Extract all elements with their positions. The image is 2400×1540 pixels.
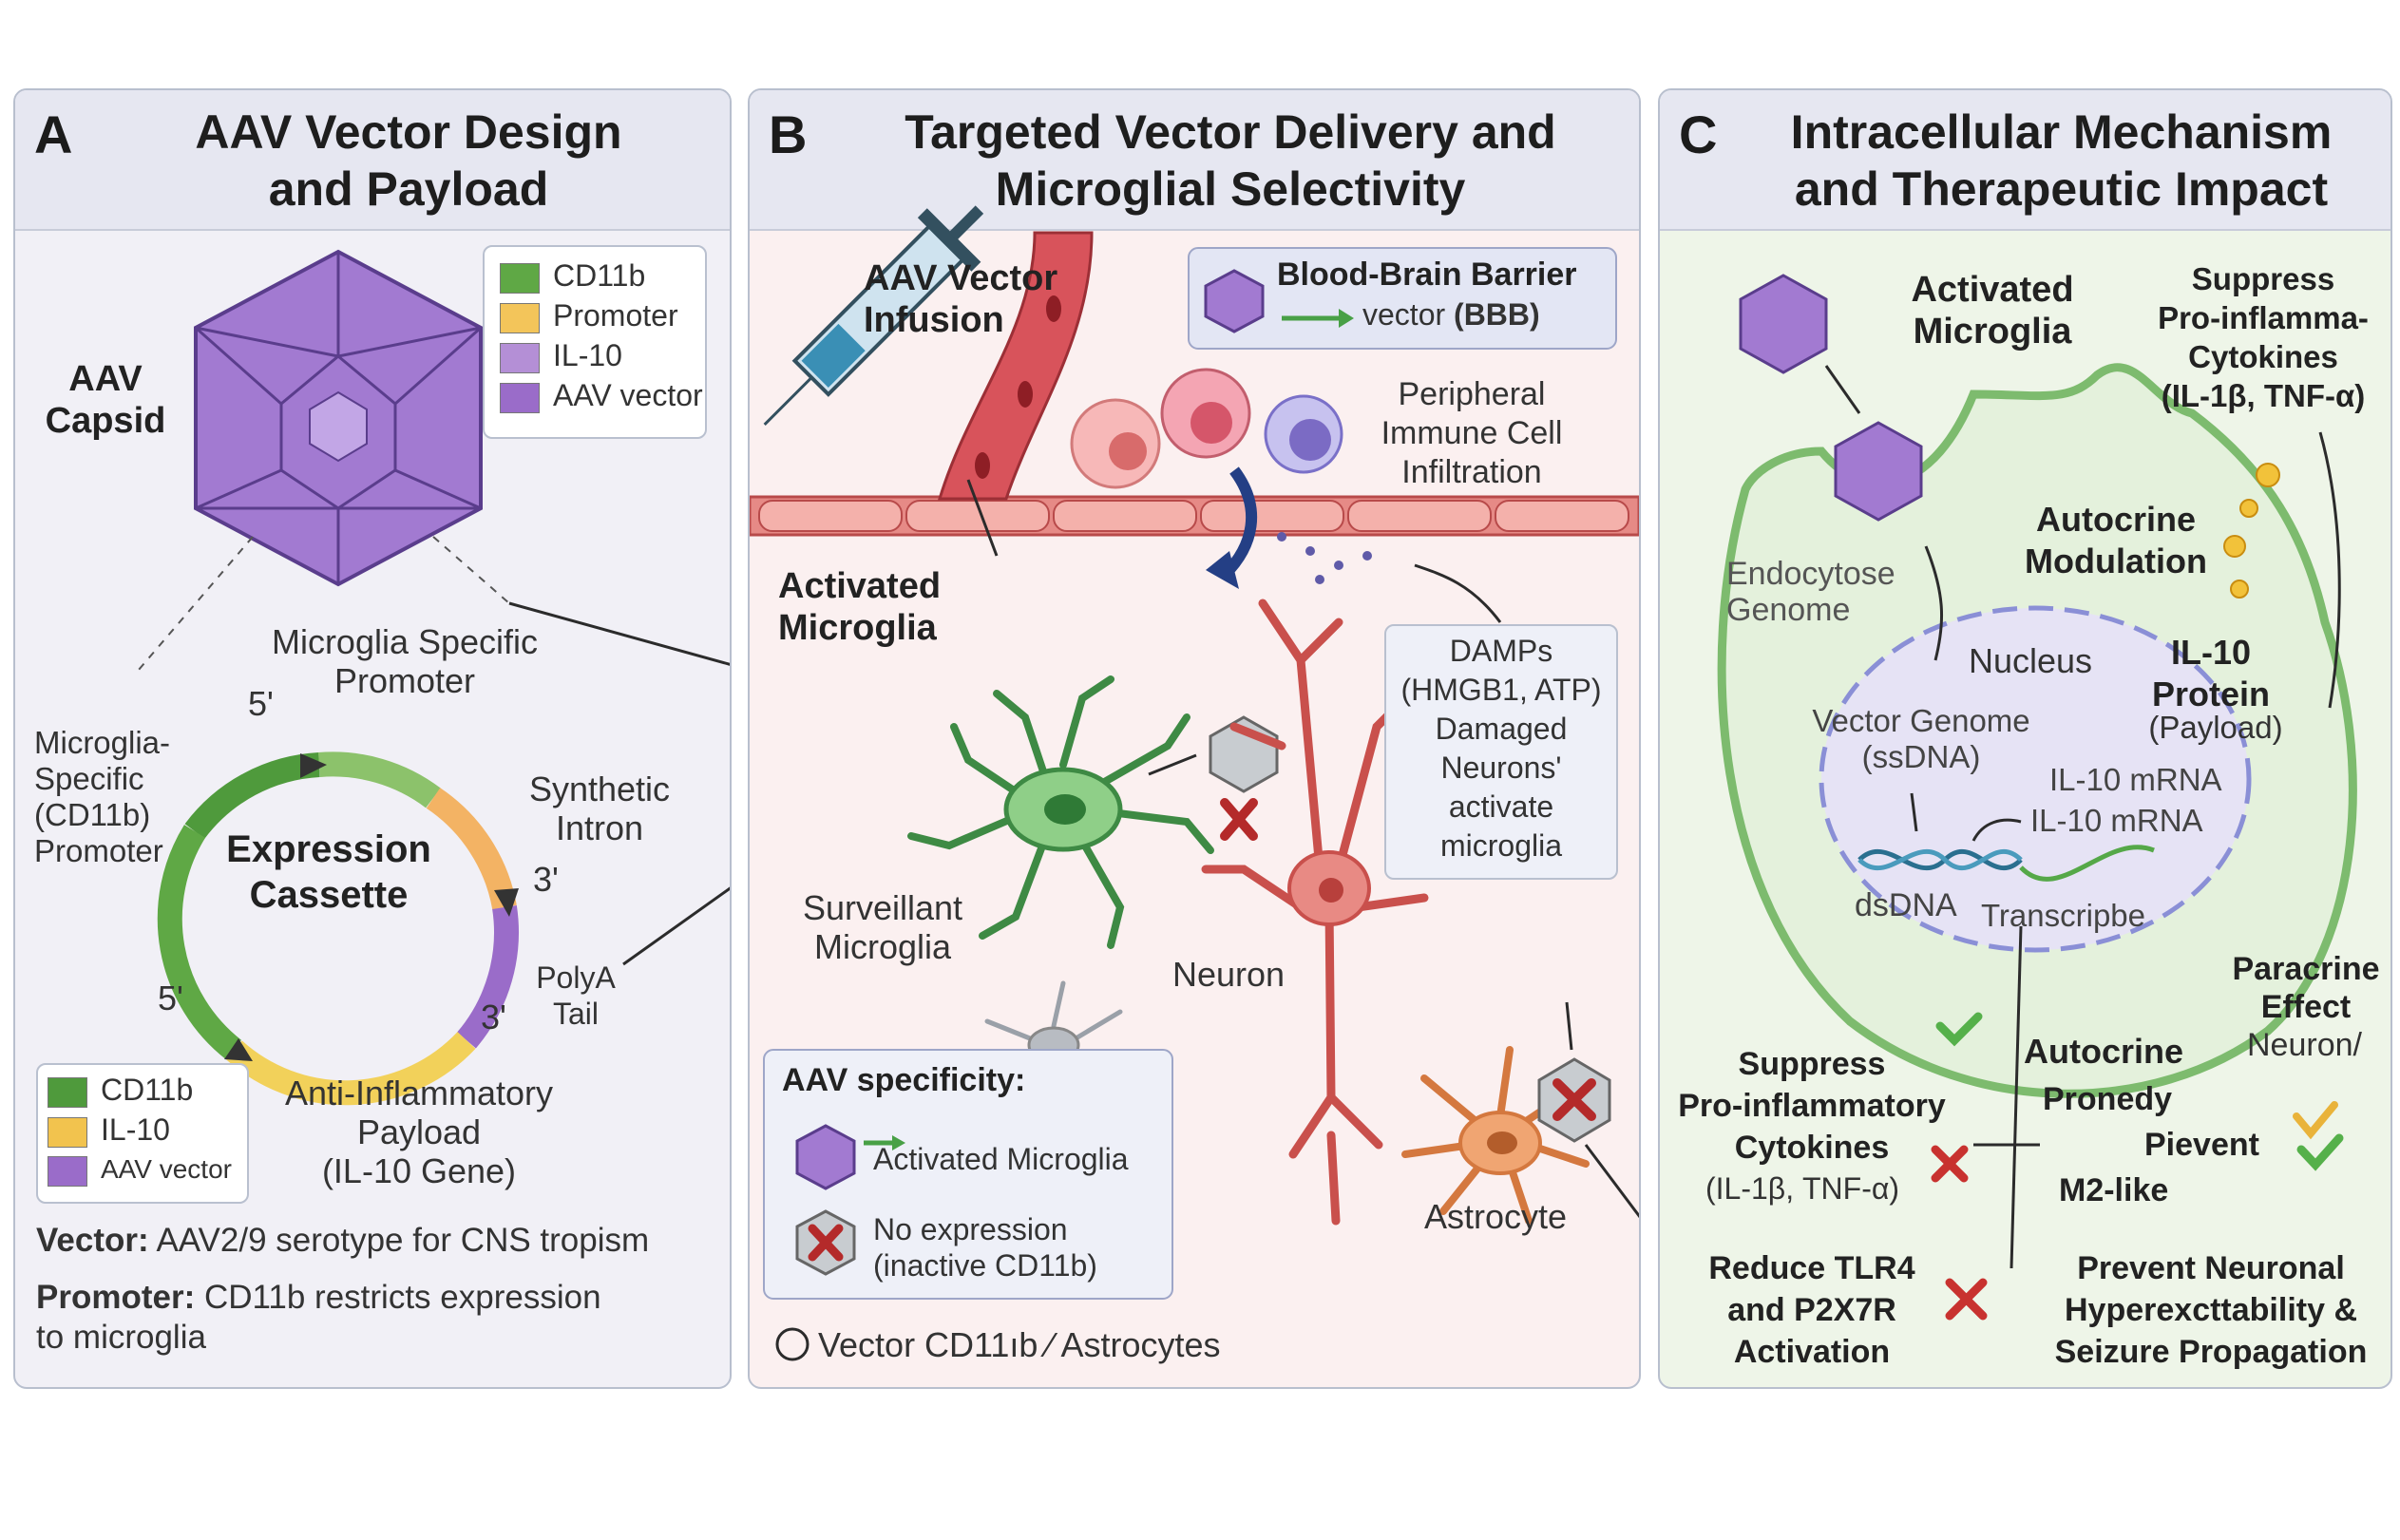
infusion-label: AAV Vector Infusion <box>864 258 1058 340</box>
bbb-title: Blood-Brain Barrier <box>1277 257 1577 293</box>
mrna-label: IL-10 mRNA <box>2049 762 2222 797</box>
panel-title: Intracellular Mechanism and Therapeutic … <box>1790 105 2333 216</box>
activated-microglia-label: Activated Microglia <box>778 566 942 648</box>
legend-swatch <box>500 262 540 294</box>
promoter-note: Promoter: CD11b restricts expression <box>36 1279 601 1316</box>
nucleus-outline <box>1819 605 2252 953</box>
panel-a-drawing <box>138 249 730 1106</box>
immune-cells-icon <box>1070 368 1372 589</box>
neuron-icon <box>1201 599 1429 1226</box>
legend-swatch <box>500 302 540 333</box>
panel-b-drawing <box>750 205 1639 1361</box>
il10-protein-label: IL-10 Protein <box>2151 633 2270 713</box>
panel-title: AAV Vector Design and Payload <box>195 105 622 216</box>
nucleus-label: Nucleus <box>1969 641 2093 680</box>
three-prime-label: 3' <box>481 998 506 1036</box>
intron-label: Synthetic Intron <box>528 770 671 847</box>
panel-a-header: A AAV Vector Design and Payload <box>15 90 730 231</box>
dsdna-label: dsDNA <box>1855 887 1957 923</box>
legend-item: AAV vector <box>500 376 703 414</box>
panel-b-header: B Targeted Vector Delivery and Microglia… <box>750 90 1639 231</box>
check-icon <box>2296 1133 2344 1171</box>
activated-microglia-icon <box>907 675 1214 949</box>
legend-swatch <box>48 1076 87 1108</box>
vector-genome-label: Vector Genome (ssDNA) <box>1812 703 2030 774</box>
legend-item: CD11b <box>500 257 645 295</box>
endocytose-label: Endocytose Genome <box>1726 556 1895 628</box>
specificity-item-inactive: No expression (inactive CD11b) <box>873 1212 1097 1283</box>
autocrine-modulation-label: Autocrine Modulation <box>2025 500 2207 580</box>
five-prime-label: 5' <box>248 684 274 723</box>
prevent-label: Prevent Neuronal Hyperexcttability & Sei… <box>2054 1250 2368 1370</box>
promoter-note-cont: to microglia <box>36 1319 206 1356</box>
m2like-label: M2-like <box>2059 1172 2169 1208</box>
panel-c-drawing <box>1717 274 2357 1321</box>
reduce-label: Reduce TLR4 and P2X7R Activation <box>1708 1250 1915 1370</box>
panel-letter: A <box>34 105 73 164</box>
legend-swatch <box>48 1155 87 1187</box>
vector-note: Vector: AAV2/9 serotype for CNS tropism <box>36 1222 650 1259</box>
neuron-label: Neuron <box>1172 955 1286 994</box>
panel-letter: C <box>1679 105 1718 164</box>
mrna-label: IL-10 mRNA <box>2030 803 2203 838</box>
activated-microglia-label: Activated Microglia <box>1911 270 2074 352</box>
legend-item: CD11b <box>48 1071 193 1109</box>
cassette-label: Expression Cassette <box>226 828 431 916</box>
suppress-bottom-sub: (IL-1β, TNF-α) <box>1705 1171 1899 1206</box>
damps-label: DAMPs (HMGB1, ATP) Damaged Neurons' acti… <box>1400 634 1602 863</box>
panel-letter: B <box>769 105 808 164</box>
footer-legend: Vector CD11ıb ⁄ Astrocytes <box>818 1325 1221 1364</box>
panel-a: A AAV Vector Design and Payload <box>13 88 732 1389</box>
suppress-bottom-label: Suppress Pro-inflammatory Cytokines <box>1678 1046 1946 1166</box>
legend-item: AAV vector <box>48 1150 232 1188</box>
pievent-label: Pievent <box>2144 1127 2259 1163</box>
panel-c: C Intracellular Mechanism and Therapeuti… <box>1658 88 2392 1389</box>
panel-title: Targeted Vector Delivery and Microglial … <box>905 105 1556 216</box>
microglia-specific-label: Microglia- Specific (CD11b) Promoter <box>34 725 171 868</box>
specificity-title: AAV specificity: <box>782 1062 1026 1098</box>
paracrine-neuron-label: Neuron/ <box>2247 1027 2362 1063</box>
panel-c-header: C Intracellular Mechanism and Therapeuti… <box>1660 90 2390 231</box>
autocrine-label: Autocrine <box>2024 1032 2184 1071</box>
cross-icon <box>1945 1278 1988 1321</box>
bbb-subtitle: vector (BBB) <box>1362 297 1540 332</box>
promoter-label: Microglia Specific Promoter <box>271 622 539 700</box>
legend-item: IL-10 <box>500 336 622 374</box>
pronedy-label: Pronedy <box>2043 1081 2173 1117</box>
paracrine-label: Paracrine Effect <box>2232 951 2380 1025</box>
legend-item: IL-10 <box>48 1111 170 1149</box>
astrocyte-label: Astrocyte <box>1424 1197 1568 1236</box>
surveillant-label: Surveillant Microglia <box>802 888 963 966</box>
legend-top: CD11b Promoter IL-10 AAV vector <box>483 245 707 439</box>
payload-label: (Payload) <box>2148 710 2283 745</box>
legend-swatch <box>500 382 540 413</box>
specificity-item-active: Activated Microglia <box>873 1142 1129 1176</box>
legend-bottom: CD11b IL-10 AAV vector <box>36 1063 249 1204</box>
panel-b: B Targeted Vector Delivery and Microglia… <box>748 88 1641 1389</box>
legend-item: Promoter <box>500 296 678 334</box>
aav-capsid-icon <box>194 249 483 587</box>
legend-swatch <box>48 1116 87 1148</box>
syringe-icon <box>763 205 984 426</box>
peripheral-label: Peripheral Immune Cell Infiltration <box>1381 376 1563 490</box>
damps-box: DAMPs (HMGB1, ATP) Damaged Neurons' acti… <box>1384 624 1618 880</box>
expression-cassette-ring <box>157 751 519 1106</box>
blood-vessel-icon <box>750 231 1639 537</box>
legend-swatch <box>500 342 540 373</box>
payload-label: Anti-Inflammatory Payload (IL-10 Gene) <box>284 1074 554 1190</box>
suppress-top-label: Suppress Pro-inflamma- Cytokines (IL-1β,… <box>2158 261 2369 413</box>
three-prime-label: 3' <box>533 860 559 899</box>
cross-icon <box>1931 1145 1969 1183</box>
five-prime-label: 5' <box>158 979 183 1017</box>
polya-label: PolyA Tail <box>536 960 616 1031</box>
capsid-label: AAV Capsid <box>45 359 166 441</box>
transcribe-label: Transcripbe <box>1981 898 2146 933</box>
check-icon <box>2293 1101 2338 1140</box>
check-icon <box>1935 1012 1983 1047</box>
